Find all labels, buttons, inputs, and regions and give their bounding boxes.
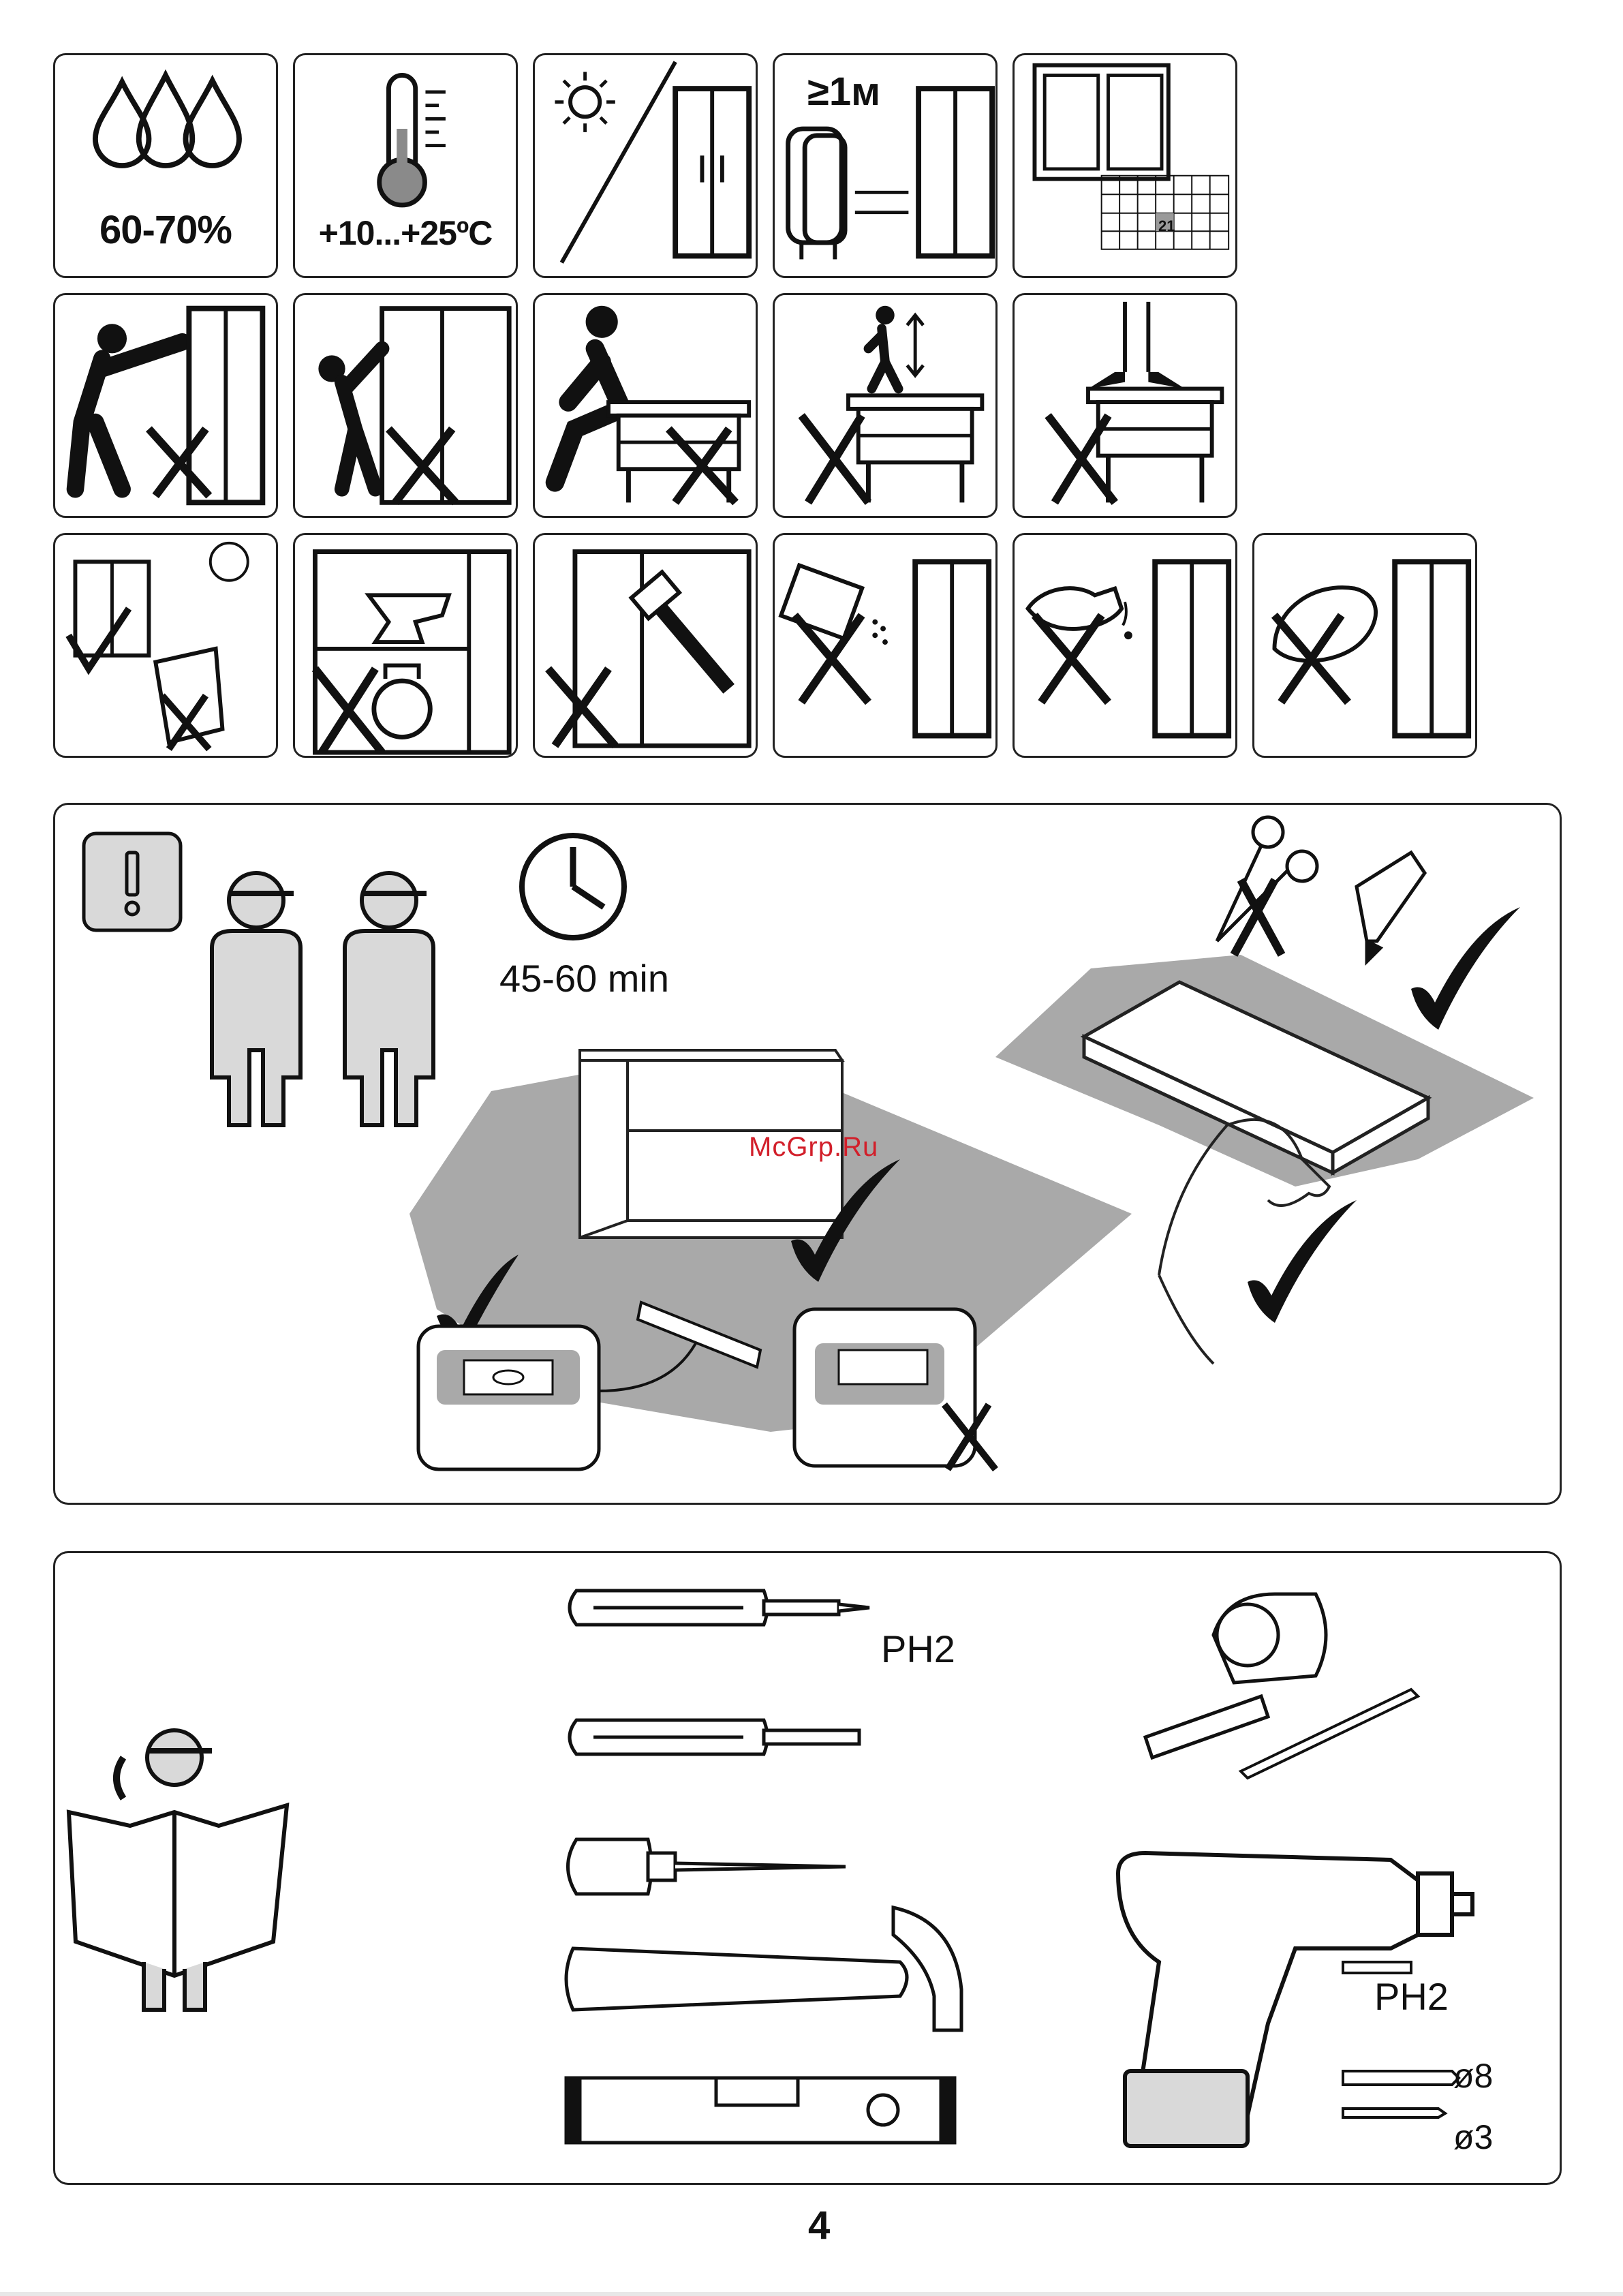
tools-illustration — [55, 1553, 1564, 2187]
climb-cabinet-prohibited-icon — [295, 295, 516, 516]
attention-icon — [84, 833, 181, 930]
window-calendar-icon — [1015, 55, 1235, 276]
jump-on-drawer-prohibited-icon — [775, 295, 995, 516]
hammer-icon — [566, 1908, 961, 2030]
awl-icon — [568, 1839, 846, 1894]
drill-bit-ph-label: PH2 — [1374, 1974, 1449, 2019]
assembly-duration: 45-60 min — [499, 956, 669, 1000]
push-cabinet-prohibited-icon — [55, 295, 276, 516]
calendar-day: 21 — [1158, 217, 1175, 235]
temperature-label: +10...+25ºC — [295, 213, 516, 253]
drill-bit-8-label: ø8 — [1453, 2056, 1493, 2096]
tape-measure-icon — [1145, 1594, 1326, 1758]
temperature-tile: +10...+25ºC — [293, 53, 518, 278]
no-overload-tile — [293, 533, 518, 758]
wet-cloth-prohibited-icon — [1254, 535, 1475, 756]
anti-tip-fixing-icon — [55, 535, 276, 756]
wall-fixing-tile — [53, 533, 278, 758]
no-jumping-tile — [773, 293, 998, 518]
no-wet-cloth-tile — [1252, 533, 1477, 758]
hammer-prohibited-icon — [535, 535, 756, 756]
two-persons-icon — [212, 873, 433, 1125]
no-abrasive-tile — [773, 533, 998, 758]
heater-distance-tile: ≥1м — [773, 53, 998, 278]
sun-cabinet-icon — [535, 55, 756, 276]
no-sitting-tile — [533, 293, 758, 518]
no-chemicals-tile — [1013, 533, 1237, 758]
tools-panel: PH2 PH2 ø8 ø3 — [53, 1551, 1562, 2185]
no-sunlight-tile — [533, 53, 758, 278]
no-climbing-tile — [293, 293, 518, 518]
page-number: 4 — [808, 2203, 830, 2248]
ventilation-tile: 21 — [1013, 53, 1237, 278]
assembly-setup-panel: 45-60 min McGrp.Ru — [53, 803, 1562, 1505]
humidity-label: 60-70% — [55, 207, 276, 253]
watermark: McGrp.Ru — [749, 1132, 878, 1163]
abrasive-cleaning-prohibited-icon — [775, 535, 995, 756]
phillips-screwdriver-icon — [570, 1591, 869, 1625]
person-reading-instructions-icon — [69, 1730, 287, 2010]
humidity-tile: 60-70% — [53, 53, 278, 278]
pencil-icon — [1241, 1689, 1418, 1778]
distance-label: ≥1м — [807, 69, 880, 114]
no-pushing-tile — [53, 293, 278, 518]
drill-bit-3-label: ø3 — [1453, 2117, 1493, 2157]
utility-knife-icon — [1357, 853, 1425, 962]
phillips-screwdriver-label: PH2 — [881, 1627, 955, 1671]
page-bottom-edge — [0, 2292, 1623, 2296]
no-standing-tile — [1013, 293, 1237, 518]
heavy-load-prohibited-icon — [295, 535, 516, 756]
flat-screwdriver-icon — [570, 1720, 859, 1754]
stand-on-drawer-prohibited-icon — [1015, 295, 1235, 516]
chemical-cleaner-prohibited-icon — [1015, 535, 1235, 756]
sit-on-drawer-prohibited-icon — [535, 295, 756, 516]
clock-icon — [522, 836, 624, 938]
spirit-level-icon — [566, 2078, 955, 2143]
no-impact-tile — [533, 533, 758, 758]
scissors-prohibited-icon — [1217, 817, 1317, 955]
level-not-ok-inset — [794, 1309, 995, 1469]
